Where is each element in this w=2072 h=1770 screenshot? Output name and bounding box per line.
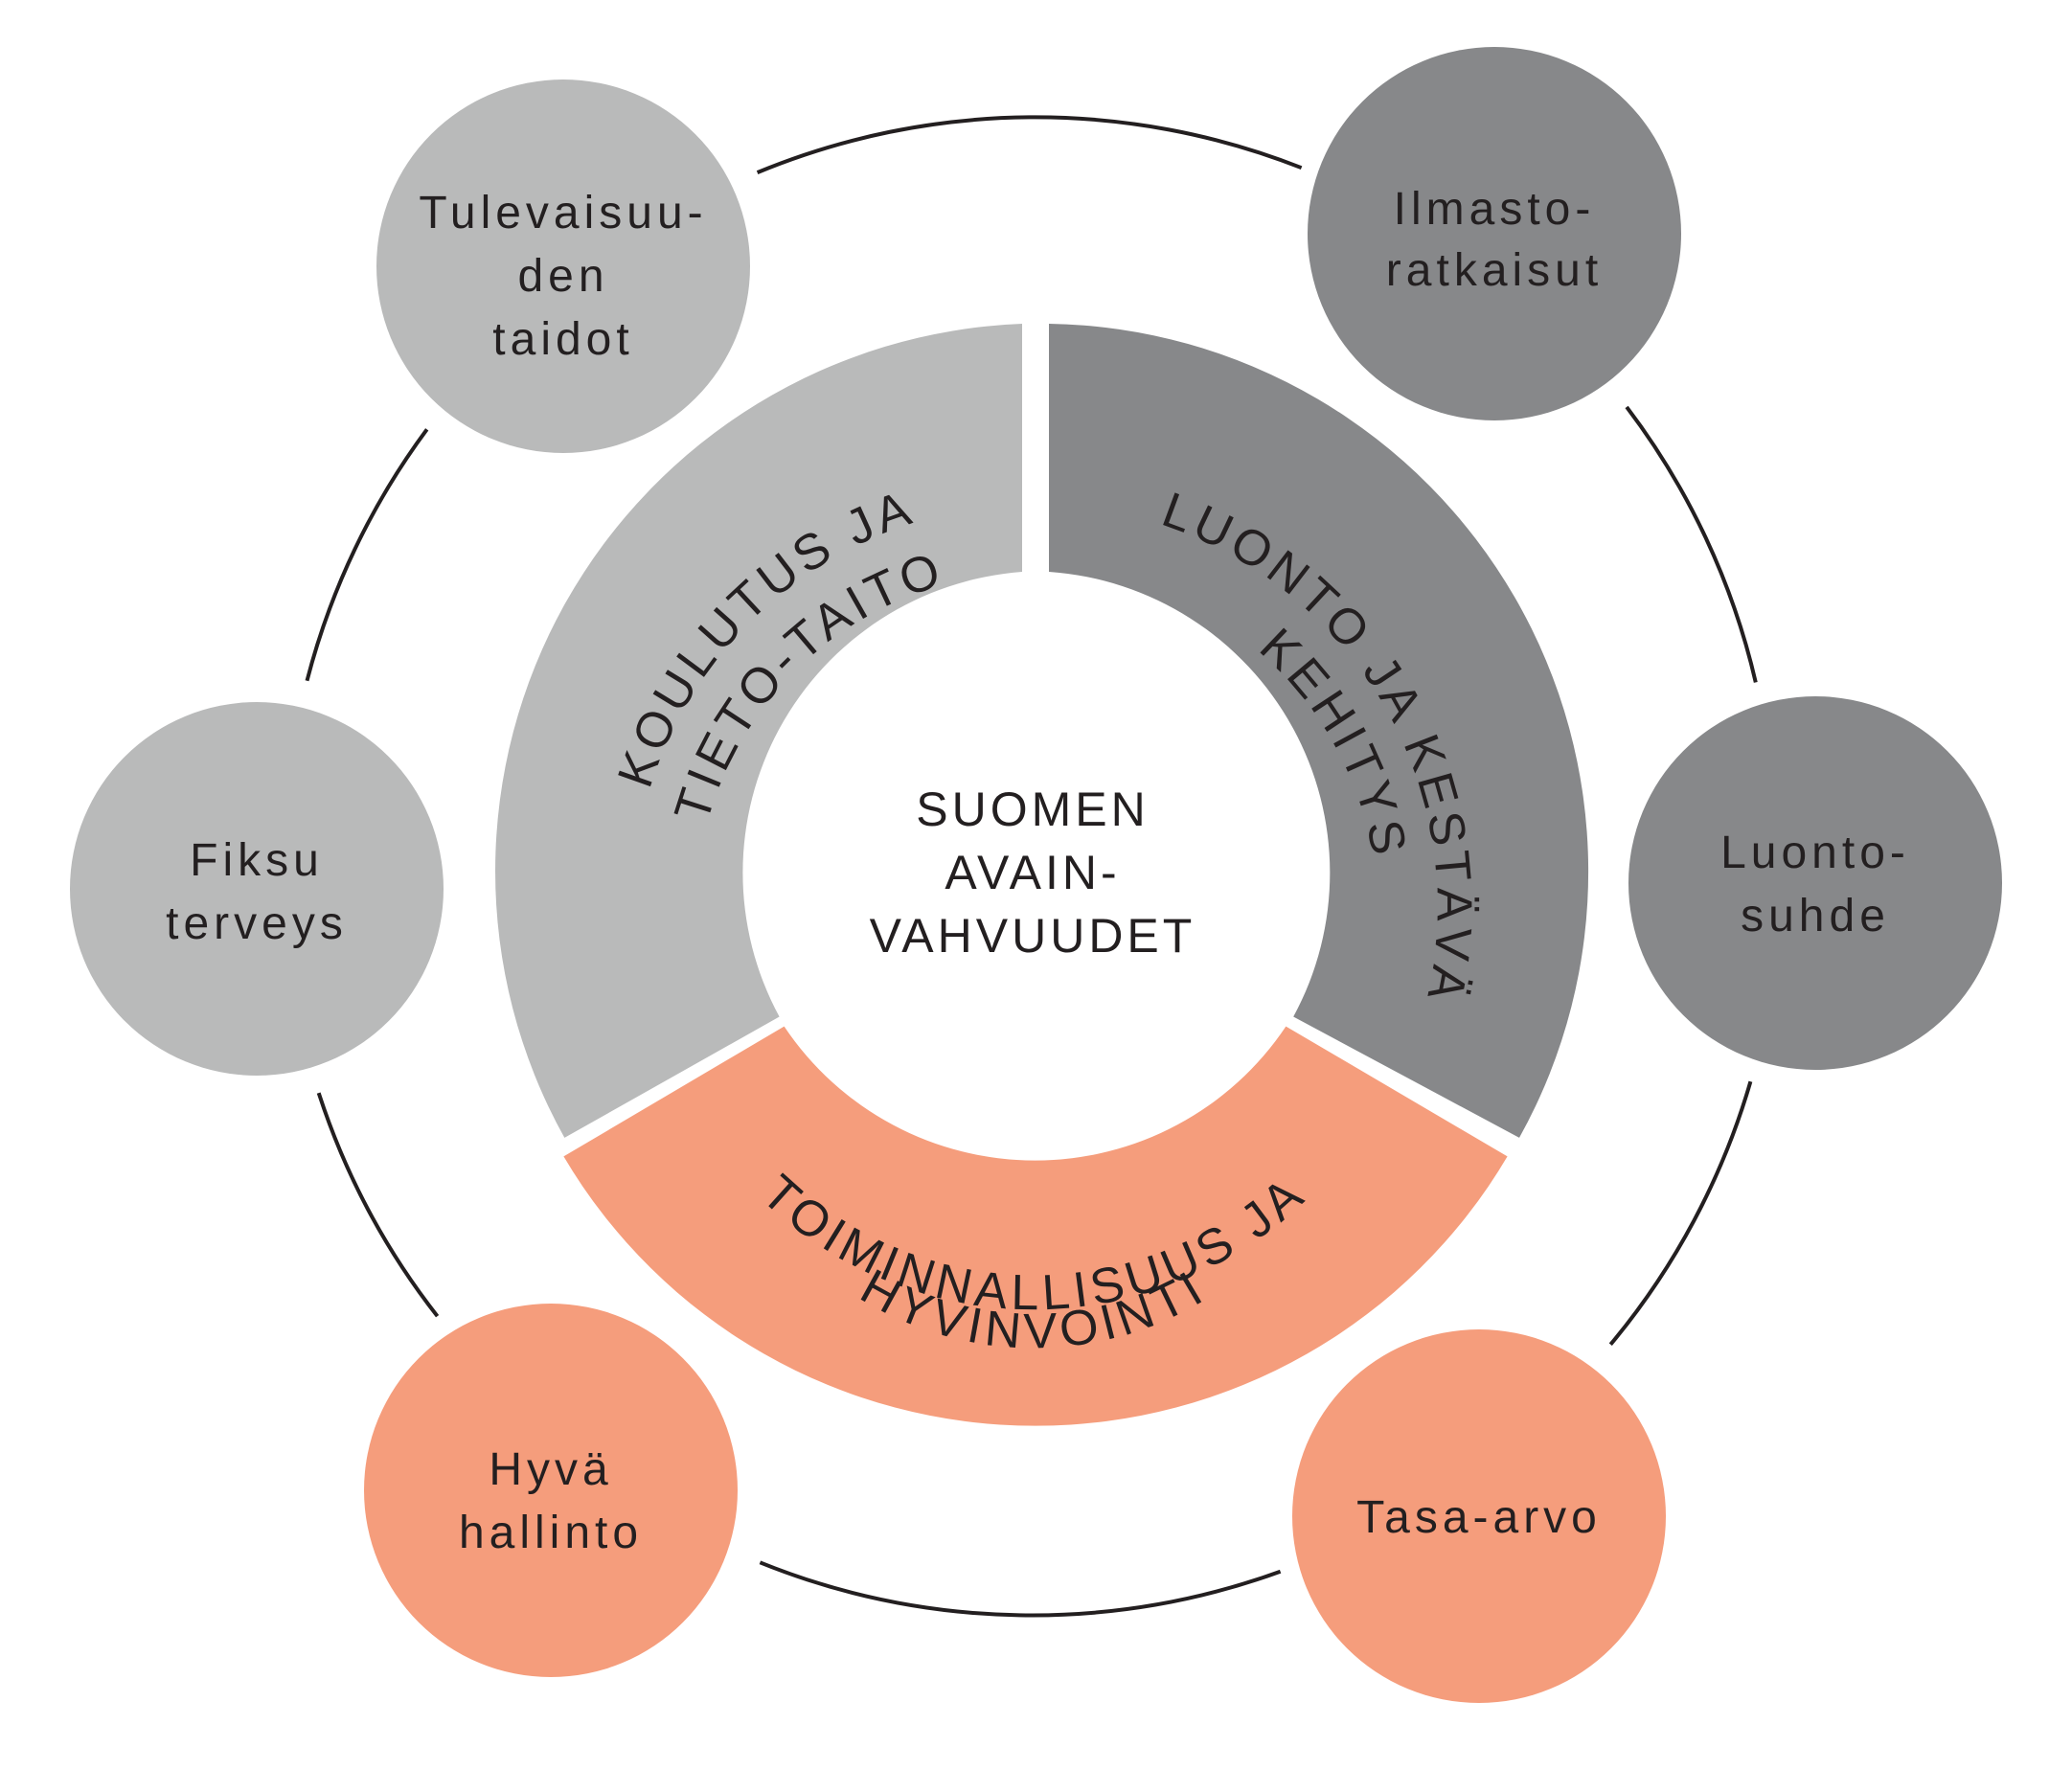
bubble-line: Hyvä bbox=[489, 1444, 612, 1495]
bubble-line: Luonto- bbox=[1720, 828, 1910, 878]
ring-arc-upper-left bbox=[305, 428, 429, 682]
bubble-circle bbox=[1308, 47, 1681, 420]
center-line-2: AVAIN- bbox=[945, 846, 1120, 899]
ring-arc-lower-left bbox=[316, 1092, 440, 1318]
outer-ring bbox=[305, 115, 1758, 1618]
bubble-circle bbox=[70, 702, 444, 1076]
center-label: SUOMEN AVAIN- VAHVUUDET bbox=[870, 783, 1196, 963]
bubble-circle bbox=[1292, 1329, 1666, 1703]
bubble-line: Tulevaisuu- bbox=[419, 188, 707, 238]
bubble-ilmastoratkaisut: Ilmasto- ratkaisut bbox=[1308, 47, 1681, 420]
bubble-line: Ilmasto- bbox=[1394, 184, 1596, 235]
bubble-line: Fiksu bbox=[190, 835, 324, 886]
bubble-line: suhde bbox=[1741, 891, 1890, 942]
bubble-tasa-arvo: Tasa-arvo bbox=[1292, 1329, 1666, 1703]
segment-luonto bbox=[1049, 324, 1589, 1138]
ring-arc-upper-right bbox=[1625, 405, 1758, 683]
bubble-tulevaisuuden-taidot: Tulevaisuu- den taidot bbox=[376, 79, 750, 453]
segment-toiminnallisuus bbox=[563, 1026, 1508, 1426]
center-line-3: VAHVUUDET bbox=[870, 909, 1196, 963]
bubble-circle bbox=[364, 1304, 738, 1677]
bubble-line: Tasa-arvo bbox=[1356, 1492, 1602, 1543]
bubble-circle bbox=[1628, 696, 2002, 1070]
bubble-line: den bbox=[517, 251, 608, 302]
ring-arc-bottom bbox=[759, 1560, 1282, 1618]
segment-koulutus bbox=[495, 324, 1022, 1138]
bubble-fiksu-terveys: Fiksu terveys bbox=[70, 702, 444, 1076]
bubble-circle bbox=[376, 79, 750, 453]
center-line-1: SUOMEN bbox=[916, 783, 1149, 836]
bubble-luontosuhde: Luonto- suhde bbox=[1628, 696, 2002, 1070]
bubble-line: ratkaisut bbox=[1386, 245, 1603, 296]
bubble-line: taidot bbox=[492, 314, 633, 365]
ring-arc-top bbox=[756, 115, 1303, 174]
ring-arc-lower-right bbox=[1608, 1080, 1753, 1346]
bubble-hyva-hallinto: Hyvä hallinto bbox=[364, 1304, 738, 1677]
bubble-line: hallinto bbox=[459, 1508, 643, 1558]
bubble-line: terveys bbox=[166, 898, 348, 949]
